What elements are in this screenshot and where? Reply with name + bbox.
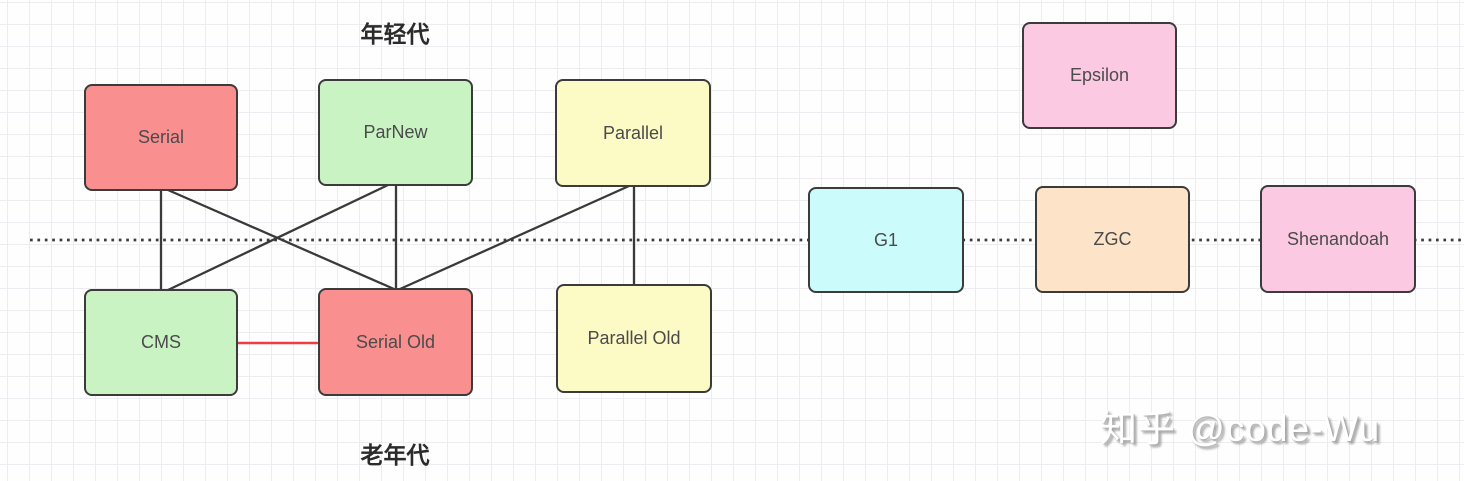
node-parallel-old-label: Parallel Old xyxy=(587,328,681,348)
node-parnew-label: ParNew xyxy=(363,122,428,142)
node-cms: CMS xyxy=(84,289,238,396)
node-serial-label: Serial xyxy=(137,127,185,147)
node-shenandoah: Shenandoah xyxy=(1260,185,1416,293)
node-zgc: ZGC xyxy=(1035,186,1190,293)
node-serial: Serial xyxy=(84,84,238,191)
node-serial-old: Serial Old xyxy=(318,288,473,396)
node-parallel-old: Parallel Old xyxy=(556,284,712,393)
node-shenandoah-label: Shenandoah xyxy=(1286,228,1390,249)
node-parnew: ParNew xyxy=(318,79,473,186)
old-generation-label: 老年代 xyxy=(360,442,430,468)
node-g1: G1 xyxy=(808,187,964,293)
node-serial-old-label: Serial Old xyxy=(355,331,436,352)
edge-parallel-serial-old xyxy=(398,184,631,291)
node-parallel: Parallel xyxy=(555,79,711,187)
zhihu-watermark: 知乎 @code-Wu xyxy=(1100,408,1381,449)
node-zgc-label: ZGC xyxy=(1093,229,1132,249)
edge-serial-serial-old xyxy=(166,188,396,291)
node-g1-label: G1 xyxy=(873,229,898,250)
young-generation-label: 年轻代 xyxy=(360,21,430,47)
node-epsilon-label: Epsilon xyxy=(1069,65,1130,85)
node-parallel-label: Parallel xyxy=(602,122,664,143)
edge-parnew-cms xyxy=(166,183,390,292)
node-epsilon: Epsilon xyxy=(1022,22,1177,129)
node-cms-label: CMS xyxy=(141,332,181,352)
